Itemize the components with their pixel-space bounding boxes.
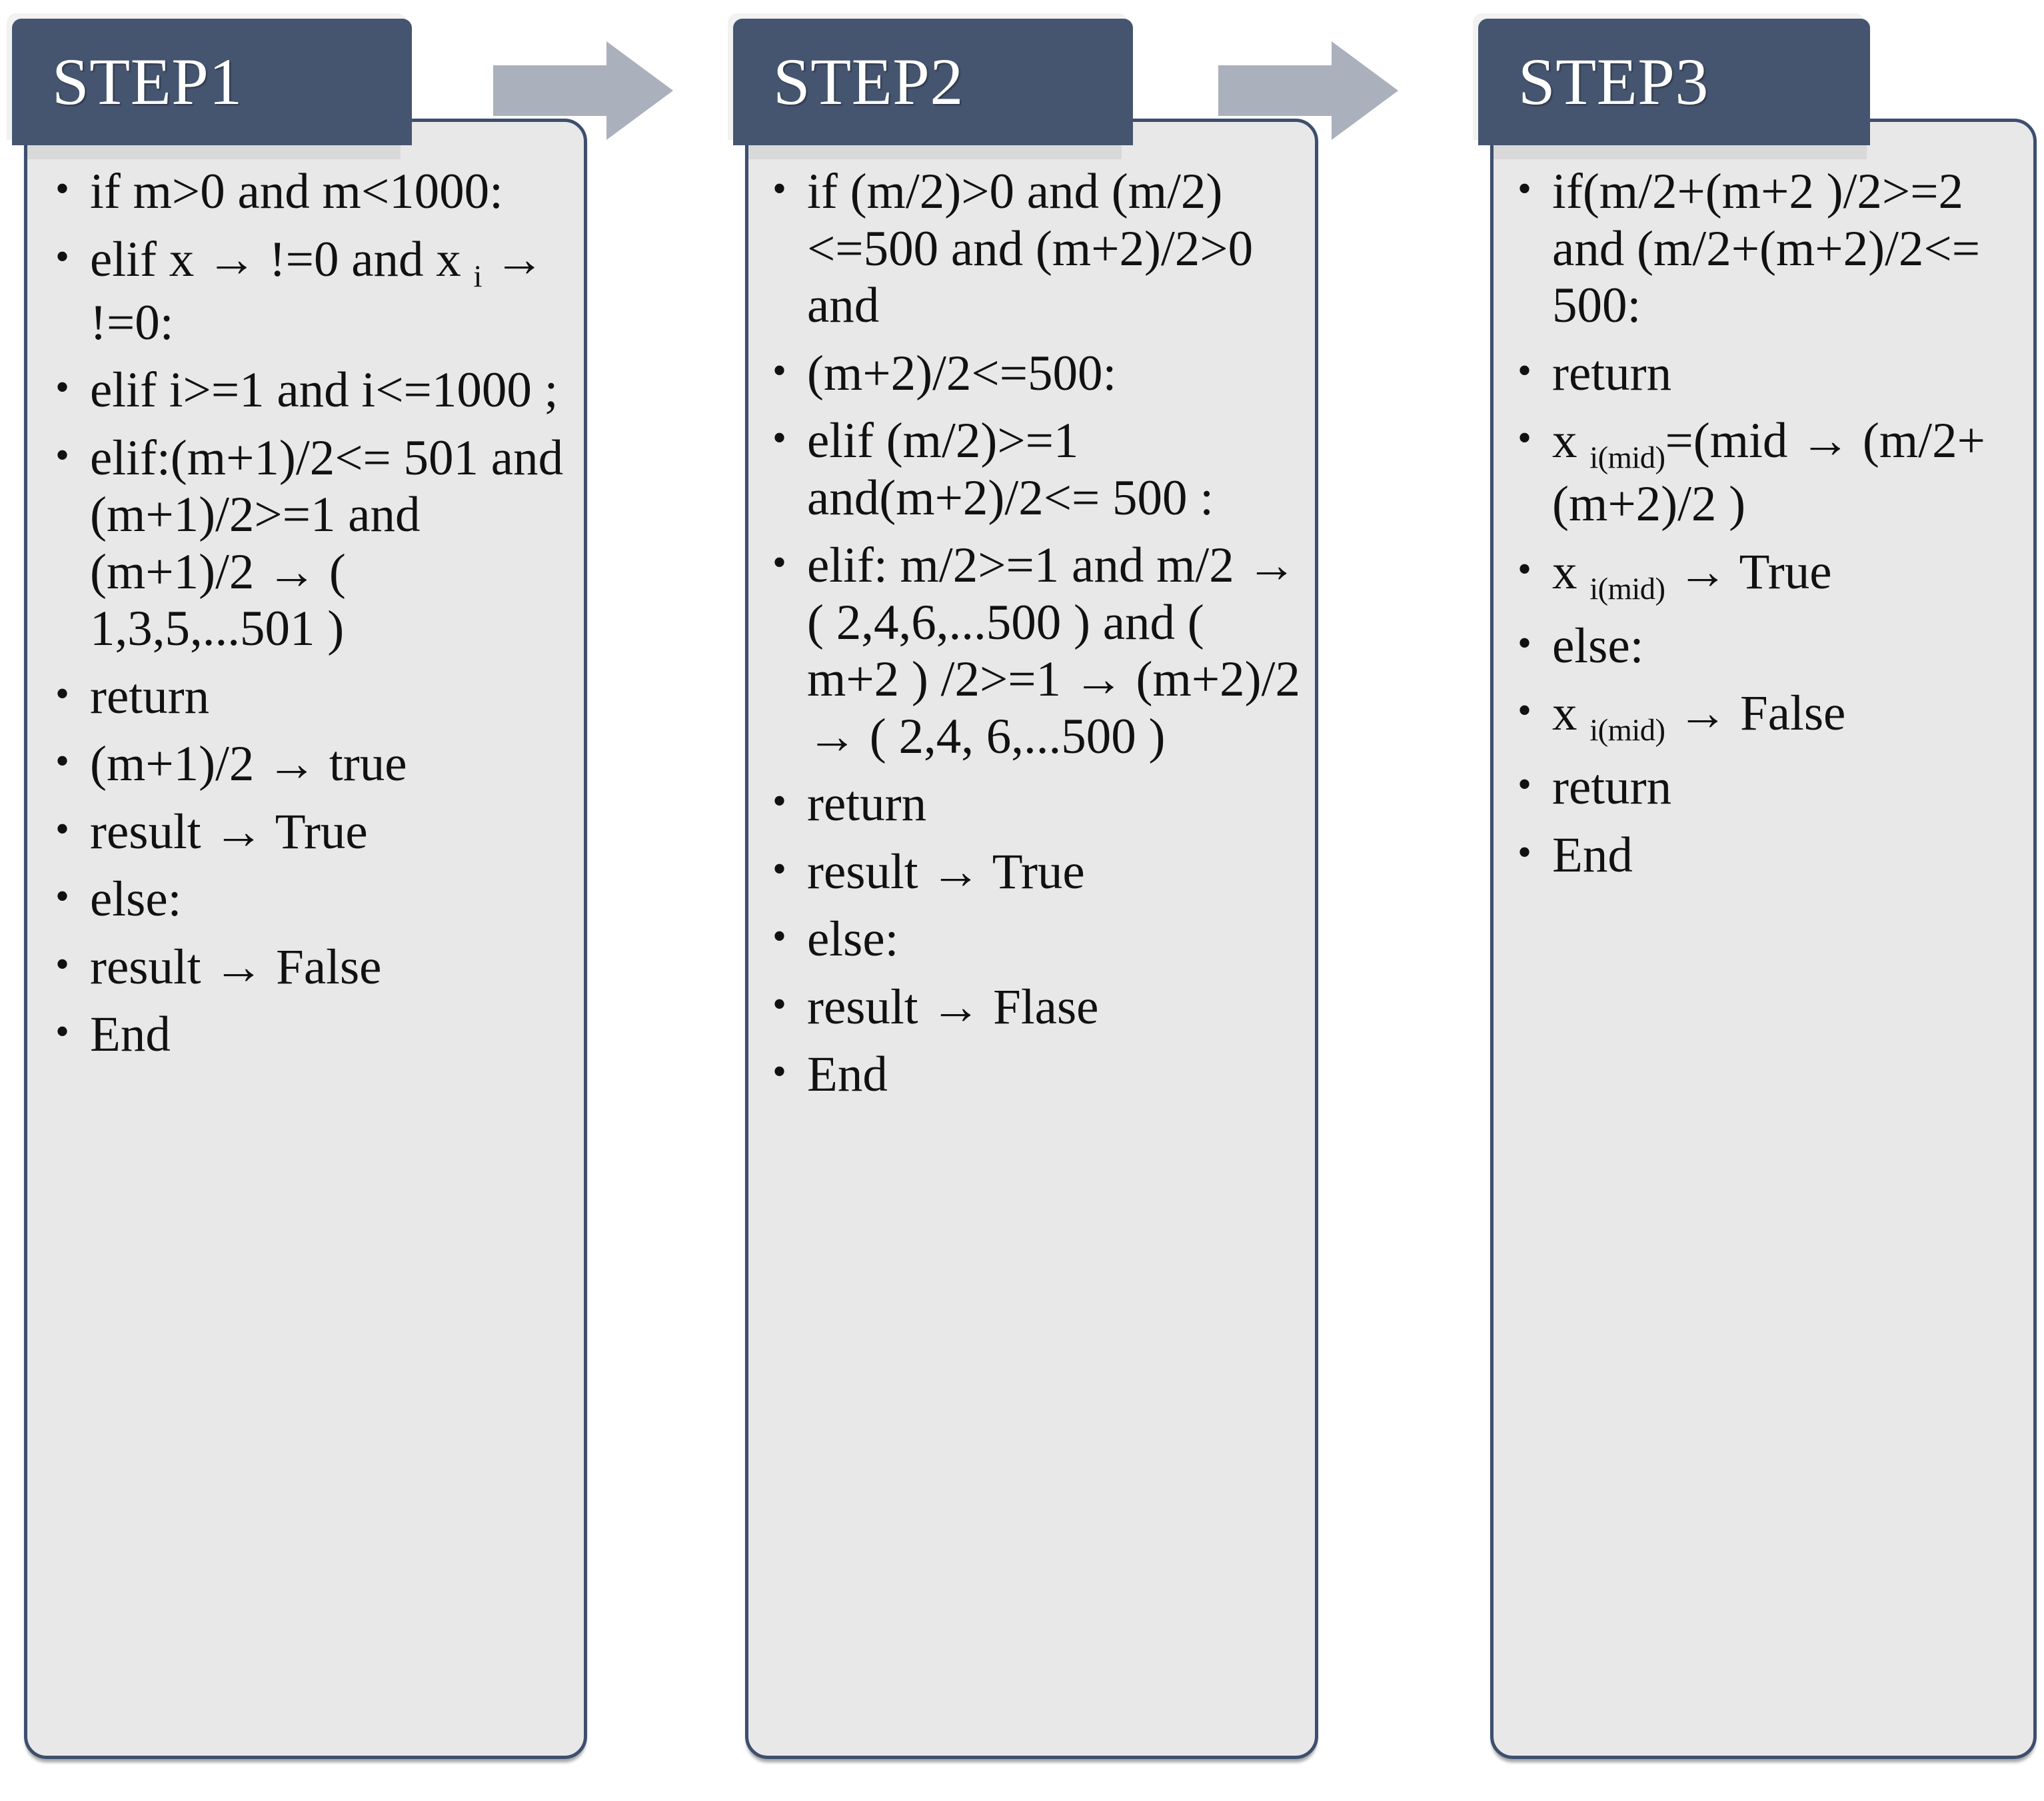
- list-item-text: if m>0 and m<1000:: [90, 164, 503, 219]
- list-item: x i(mid)=(mid → (m/2+(m+2)/2 ): [1518, 411, 2027, 533]
- step-card-2: if (m/2)>0 and (m/2)<=500 and (m+2)/2>0 …: [745, 119, 1318, 1759]
- list-item: End: [55, 1005, 572, 1063]
- list-item-text: x: [1552, 544, 1590, 600]
- step-1-bullet-list: if m>0 and m<1000: elif x → !=0 and x i →…: [27, 122, 584, 1063]
- step-2-title: STEP2: [773, 45, 964, 119]
- list-item-text: x: [1552, 686, 1590, 741]
- step-1-header-tab[interactable]: STEP1: [12, 19, 412, 145]
- list-item: else:: [1518, 616, 2027, 675]
- list-item: return: [1518, 344, 2027, 402]
- step-card-1: if m>0 and m<1000: elif x → !=0 and x i →…: [24, 119, 587, 1759]
- arrow-step1-to-step2: [493, 41, 673, 140]
- list-item-text: else:: [807, 911, 899, 967]
- list-item: result → True: [772, 842, 1308, 901]
- list-item: else:: [55, 870, 572, 928]
- list-item-text-tail: → False: [1665, 686, 1846, 741]
- list-item-text: elif x → !=0 and x: [90, 231, 474, 287]
- list-item-text: x: [1552, 413, 1590, 468]
- list-item-text: elif:(m+1)/2<= 501 and (m+1)/2>=1 and (m…: [90, 430, 564, 657]
- list-item: elif: m/2>=1 and m/2 → ( 2,4,6,...500 ) …: [772, 536, 1308, 765]
- list-item-text: (m+1)/2 → true: [90, 736, 407, 792]
- list-item: (m+2)/2<=500:: [772, 344, 1308, 402]
- list-item: return: [55, 667, 572, 726]
- list-item: End: [772, 1045, 1308, 1103]
- list-item-text-tail: → !=0:: [90, 231, 544, 350]
- arrow-step2-to-step3: [1218, 41, 1398, 140]
- list-item-text: (m+2)/2<=500:: [807, 345, 1117, 401]
- list-item: if (m/2)>0 and (m/2)<=500 and (m+2)/2>0 …: [772, 162, 1308, 334]
- list-item-subscript: i: [473, 259, 483, 294]
- list-item: return: [772, 774, 1308, 833]
- list-item-text: elif: m/2>=1 and m/2 → ( 2,4,6,...500 ) …: [807, 538, 1300, 764]
- list-item-text: return: [807, 776, 927, 832]
- list-item-text: result → False: [90, 939, 382, 995]
- list-item: x i(mid) → True: [1518, 542, 2027, 607]
- step-3-title: STEP3: [1518, 45, 1709, 119]
- list-item: elif:(m+1)/2<= 501 and (m+1)/2>=1 and (m…: [55, 428, 572, 658]
- list-item: x i(mid) → False: [1518, 684, 2027, 748]
- list-item-text: End: [807, 1047, 888, 1102]
- list-item: End: [1518, 826, 2027, 884]
- step-2-bullet-list: if (m/2)>0 and (m/2)<=500 and (m+2)/2>0 …: [748, 122, 1315, 1103]
- list-item: elif x → !=0 and x i → !=0:: [55, 230, 572, 352]
- list-item: result → Flase: [772, 977, 1308, 1036]
- list-item-text: result → True: [807, 844, 1085, 900]
- list-item-text: End: [90, 1007, 171, 1062]
- list-item-text: else:: [1552, 618, 1644, 674]
- list-item-text-tail: → True: [1665, 544, 1832, 600]
- list-item: elif (m/2)>=1 and(m+2)/2<= 500 :: [772, 411, 1308, 526]
- list-item-text: result → Flase: [807, 979, 1099, 1035]
- list-item: (m+1)/2 → true: [55, 734, 572, 793]
- list-item: return: [1518, 758, 2027, 816]
- list-item-subscript: i(mid): [1589, 441, 1665, 475]
- list-item-text: End: [1552, 827, 1633, 883]
- list-item-text: else:: [90, 872, 182, 927]
- step-card-3: if(m/2+(m+2 )/2>=2 and (m/2+(m+2)/2<= 50…: [1490, 119, 2037, 1759]
- list-item-text-tail: =(mid → (m/2+(m+2)/2 ): [1552, 413, 1985, 532]
- list-item-text: return: [1552, 760, 1672, 815]
- list-item: else:: [772, 909, 1308, 968]
- list-item-text: elif i>=1 and i<=1000 ;: [90, 362, 558, 418]
- list-item-text: result → True: [90, 804, 368, 860]
- list-item: result → True: [55, 802, 572, 861]
- list-item-text: if (m/2)>0 and (m/2)<=500 and (m+2)/2>0 …: [807, 164, 1254, 333]
- list-item-subscript: i(mid): [1589, 572, 1665, 606]
- list-item-text: return: [90, 668, 210, 724]
- list-item: result → False: [55, 937, 572, 996]
- list-item-subscript: i(mid): [1589, 714, 1665, 748]
- list-item: if m>0 and m<1000:: [55, 162, 572, 221]
- list-item: if(m/2+(m+2 )/2>=2 and (m/2+(m+2)/2<= 50…: [1518, 162, 2027, 334]
- list-item-text: if(m/2+(m+2 )/2>=2 and (m/2+(m+2)/2<= 50…: [1552, 164, 1981, 333]
- list-item: elif i>=1 and i<=1000 ;: [55, 360, 572, 419]
- step-2-header-tab[interactable]: STEP2: [733, 19, 1133, 145]
- step-1-title: STEP1: [52, 45, 243, 119]
- step-3-bullet-list: if(m/2+(m+2 )/2>=2 and (m/2+(m+2)/2<= 50…: [1494, 122, 2033, 884]
- step-3-header-tab[interactable]: STEP3: [1478, 19, 1870, 145]
- list-item-text: elif (m/2)>=1 and(m+2)/2<= 500 :: [807, 413, 1214, 526]
- list-item-text: return: [1552, 345, 1672, 401]
